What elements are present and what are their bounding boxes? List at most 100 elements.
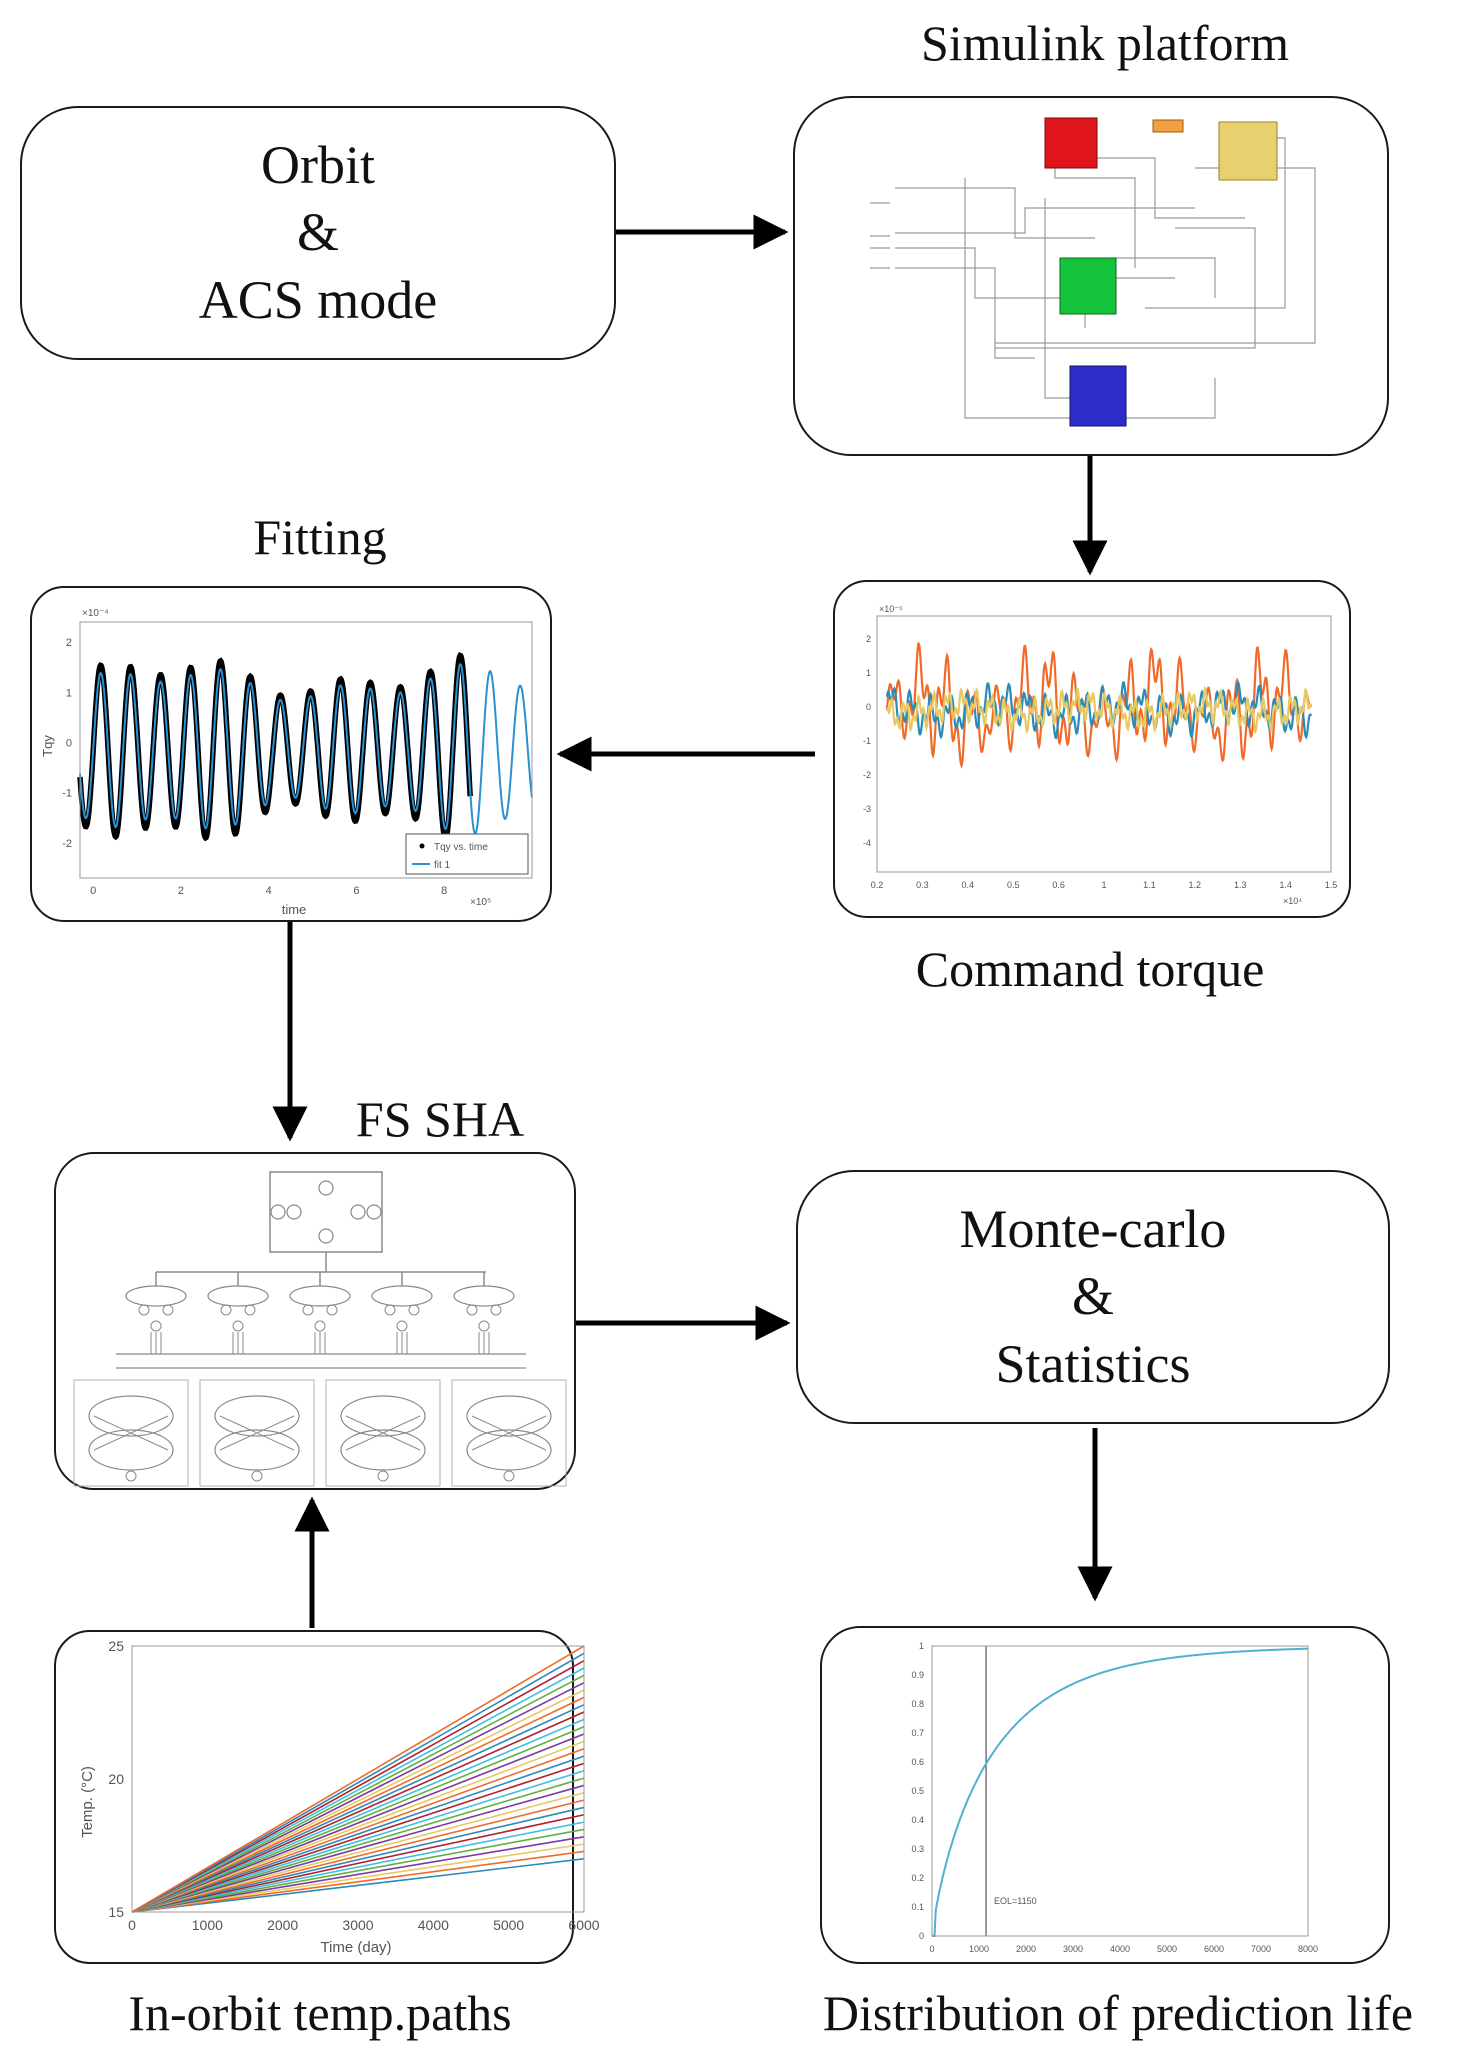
fs-sha-caption: FS SHA	[355, 1091, 525, 1147]
temp-path-line	[131, 1667, 585, 1913]
torque-y-tick: 2	[866, 634, 871, 644]
temp-path-line	[131, 1718, 585, 1913]
fs-sha-diagram	[73, 1171, 567, 1487]
distribution-x-tick: 0	[929, 1944, 934, 1954]
monte-carlo-line2: &	[1071, 1266, 1114, 1327]
orbit-line2: &	[296, 202, 339, 263]
temp-path-line	[131, 1828, 585, 1913]
temp-path-line	[131, 1784, 585, 1913]
simulink-diagram	[870, 117, 1316, 427]
distribution-y-tick: 0.3	[911, 1844, 924, 1854]
fitting-legend: Tqy vs. time fit 1	[405, 833, 529, 875]
distribution-y-tick: 0.4	[911, 1815, 924, 1825]
fitting-x-tick: 0	[90, 885, 96, 897]
distribution-annotation: EOL=1150	[994, 1896, 1037, 1906]
fitting-y-exponent: ×10⁻⁴	[82, 608, 109, 619]
temp-ylabel: Temp. (°C)	[79, 1766, 96, 1838]
temp-path-line	[131, 1858, 585, 1913]
temp-path-line	[131, 1696, 585, 1913]
fitting-y-tick: 2	[66, 637, 72, 649]
temp-path-line	[131, 1821, 585, 1913]
fitting-x-tick: 2	[178, 885, 184, 897]
temp-x-tick: 4000	[418, 1917, 449, 1933]
sha-mid-automaton	[125, 1285, 187, 1307]
sha-bottom-automaton	[451, 1379, 567, 1487]
temp-path-line	[131, 1850, 585, 1913]
sha-state	[350, 1204, 366, 1220]
orbit-line1: Orbit	[261, 134, 375, 195]
simulink-node	[793, 96, 1389, 456]
sha-state	[318, 1228, 334, 1244]
sha-bottom-automaton	[73, 1379, 189, 1487]
temp-path-line	[131, 1652, 585, 1913]
distribution-y-tick: 0.8	[911, 1699, 924, 1709]
distribution-x-tick: 8000	[1298, 1944, 1318, 1954]
distribution-x-tick: 1000	[969, 1944, 989, 1954]
fitting-x-tick: 8	[441, 885, 447, 897]
distribution-y-tick: 0	[919, 1931, 924, 1941]
sha-mid-automaton	[207, 1285, 269, 1307]
sha-mid-automaton	[453, 1285, 515, 1307]
sha-state	[318, 1180, 334, 1196]
temp-path-line	[131, 1645, 585, 1913]
fitting-x-tick: 4	[266, 885, 272, 897]
distribution-x-tick: 7000	[1251, 1944, 1271, 1954]
command-torque-caption: Command torque	[915, 941, 1265, 997]
fitting-y-tick: 0	[66, 737, 72, 749]
fitting-fit-line	[79, 662, 533, 835]
temp-path-line	[131, 1769, 585, 1913]
temp-path-line	[131, 1799, 585, 1913]
torque-y-tick: -3	[863, 804, 871, 814]
temp-path-line	[131, 1674, 585, 1913]
distribution-y-tick: 0.9	[911, 1670, 924, 1680]
temp-path-line	[131, 1681, 585, 1913]
torque-x-exponent: ×10⁴	[1283, 896, 1302, 906]
torque-x-tick: 0.3	[916, 880, 929, 890]
fs-sha-node	[54, 1152, 576, 1490]
fitting-xlabel: time	[282, 902, 307, 917]
torque-y-tick: -4	[863, 838, 871, 848]
temp-paths-caption: In-orbit temp.paths	[128, 1985, 512, 2041]
fitting-legend-entry-2: fit 1	[434, 860, 451, 871]
sha-bottom-automaton	[199, 1379, 315, 1487]
torque-x-tick: 1.1	[1143, 880, 1156, 890]
torque-x-tick: 1.4	[1279, 880, 1292, 890]
temp-x-tick: 2000	[267, 1917, 298, 1933]
monte-carlo-line3: Statistics	[995, 1333, 1191, 1394]
distribution-y-tick: 0.5	[911, 1786, 924, 1796]
distribution-cdf-line	[932, 1647, 1308, 1937]
temp-path-line	[131, 1747, 585, 1913]
torque-y-tick: 0	[866, 702, 871, 712]
fitting-x-tick: 6	[353, 885, 359, 897]
temp-y-tick: 20	[108, 1771, 124, 1787]
sha-mid-automaton	[289, 1285, 351, 1307]
temp-path-line	[131, 1806, 585, 1913]
temp-path-line	[131, 1777, 585, 1913]
torque-x-tick: 1	[1101, 880, 1106, 890]
temp-path-line	[131, 1689, 585, 1913]
orbit-acs-node: Orbit & ACS mode	[20, 106, 616, 360]
distribution-x-tick: 2000	[1016, 1944, 1036, 1954]
sha-bottom-automaton	[325, 1379, 441, 1487]
torque-x-tick: 0.6	[1052, 880, 1065, 890]
temp-path-line	[131, 1762, 585, 1913]
simulink-red-block	[1044, 117, 1098, 169]
temp-x-tick: 5000	[493, 1917, 524, 1933]
distribution-y-tick: 1	[919, 1641, 924, 1651]
simulink-yellow-block	[1218, 121, 1278, 181]
distribution-x-tick: 5000	[1157, 1944, 1177, 1954]
distribution-y-tick: 0.7	[911, 1728, 924, 1738]
torque-x-tick: 1.5	[1325, 880, 1338, 890]
orbit-line3: ACS mode	[198, 269, 438, 330]
torque-y-exponent: ×10⁻⁵	[879, 604, 903, 614]
torque-y-tick: -1	[863, 736, 871, 746]
distribution-x-tick: 6000	[1204, 1944, 1224, 1954]
